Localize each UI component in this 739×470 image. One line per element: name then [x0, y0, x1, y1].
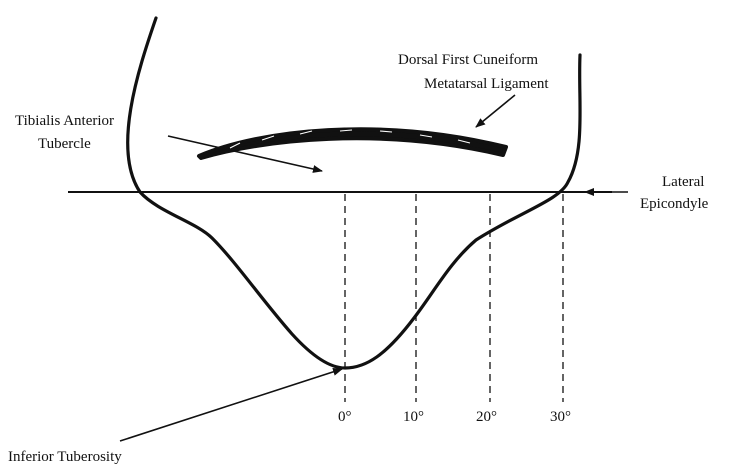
- angle-lines: [344, 194, 564, 402]
- dorsal-ligament-label-line1: Dorsal First Cuneiform: [398, 52, 538, 68]
- inferior-tuberosity-label: Inferior Tuberosity: [8, 449, 122, 465]
- lateral-epicondyle-label-line1: Lateral: [662, 174, 704, 190]
- tibialis-label-line2: Tubercle: [38, 136, 91, 152]
- angle-label-0: 0°: [338, 409, 352, 425]
- angle-label-10: 10°: [403, 409, 424, 425]
- arrow-inferior-tuberosity: [119, 367, 343, 442]
- lateral-epicondyle-label-line2: Epicondyle: [640, 196, 709, 212]
- angle-label-30: 30°: [550, 409, 571, 425]
- arrow-tibialis: [167, 135, 323, 173]
- ligament-hatching: [229, 129, 471, 149]
- angle-label-20: 20°: [476, 409, 497, 425]
- tibialis-label-line1: Tibialis Anterior: [15, 113, 114, 129]
- arrow-dorsal-ligament: [475, 94, 516, 128]
- dorsal-ligament-label-line2: Metatarsal Ligament: [424, 76, 549, 92]
